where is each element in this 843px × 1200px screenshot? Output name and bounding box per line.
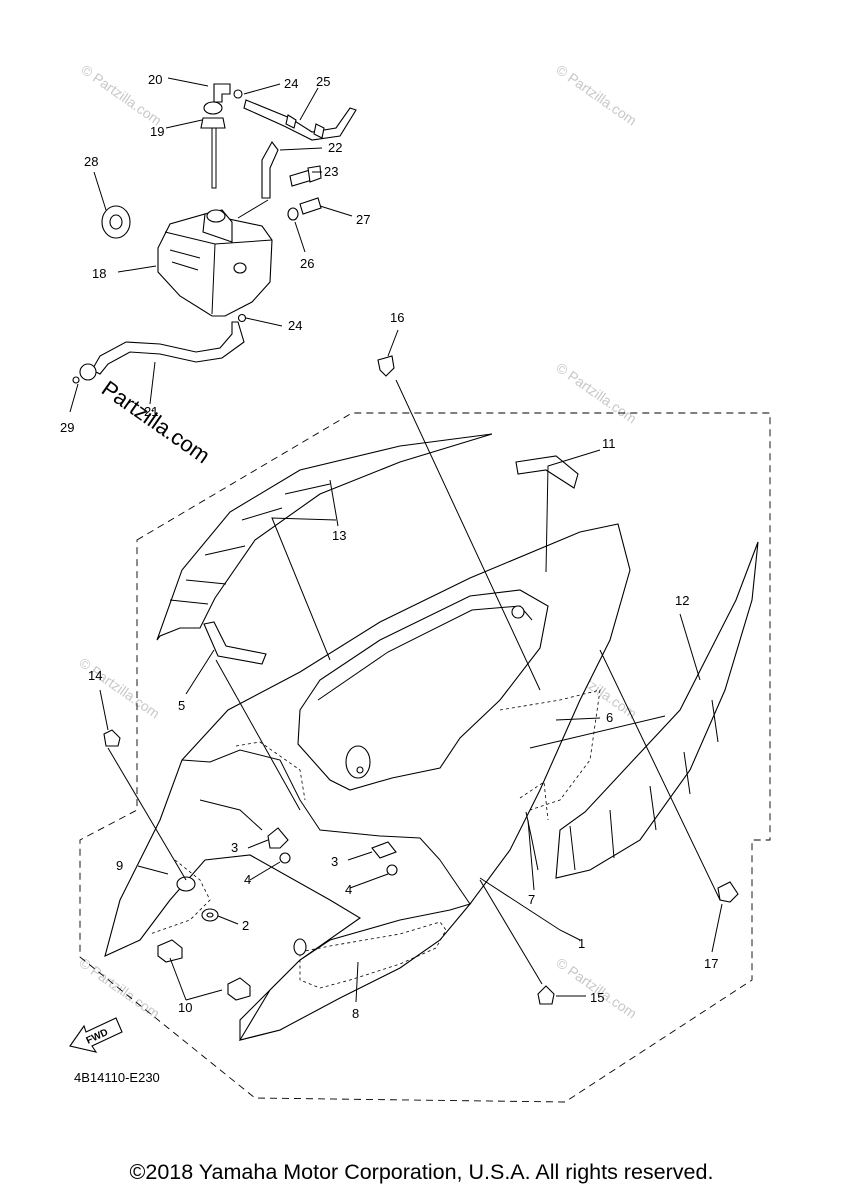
part-code: 4B14110-E230 [74,1070,160,1085]
callout-26: 26 [300,256,314,271]
callout-4: 4 [244,872,251,887]
callout-14: 14 [88,668,102,683]
callout-19: 19 [150,124,164,139]
watermark: © Partzilla.com [553,359,639,426]
callout-1: 1 [578,936,585,951]
callout-10: 10 [178,1000,192,1015]
callout-24: 24 [284,76,298,91]
callout-21: 21 [144,404,158,419]
callout-11: 11 [602,436,616,451]
callout-8: 8 [352,1006,359,1021]
callout-17: 17 [704,956,718,971]
callout-25: 25 [316,74,330,89]
callout-labels: 1 2 3 3 4 4 5 6 7 8 9 10 11 12 13 14 15 … [60,72,718,1021]
callout-28: 28 [84,154,98,169]
callout-18: 18 [92,266,106,281]
callout-27: 27 [356,212,370,227]
callout-3: 3 [331,854,338,869]
callout-20: 20 [148,72,162,87]
copyright-notice: ©2018 Yamaha Motor Corporation, U.S.A. A… [129,1160,714,1184]
watermark: © Partzilla.com [76,654,162,721]
fwd-arrow [69,1017,123,1053]
callout-29: 29 [60,420,74,435]
callout-7: 7 [528,892,535,907]
callout-15: 15 [590,990,604,1005]
callout-2: 2 [242,918,249,933]
callout-6: 6 [606,710,613,725]
seat-cowl-group [104,433,759,1041]
oil-tank-group [72,83,357,384]
stripe-12 [555,541,759,879]
callout-24: 24 [288,318,302,333]
watermark-bold: Partzilla.com [97,376,214,469]
callout-5: 5 [178,698,185,713]
callout-13: 13 [332,528,346,543]
stripe-13 [156,433,493,641]
leader-lines [69,77,723,1003]
watermark: © Partzilla.com [553,61,639,128]
callout-4: 4 [345,882,352,897]
callout-12: 12 [675,593,689,608]
callout-23: 23 [324,164,338,179]
watermark: © Partzilla.com [553,954,639,1021]
oil-tank [157,213,273,317]
callout-22: 22 [328,140,342,155]
callout-9: 9 [116,858,123,873]
callout-3: 3 [231,840,238,855]
assembly-boundary [79,412,771,1103]
callout-16: 16 [390,310,404,325]
